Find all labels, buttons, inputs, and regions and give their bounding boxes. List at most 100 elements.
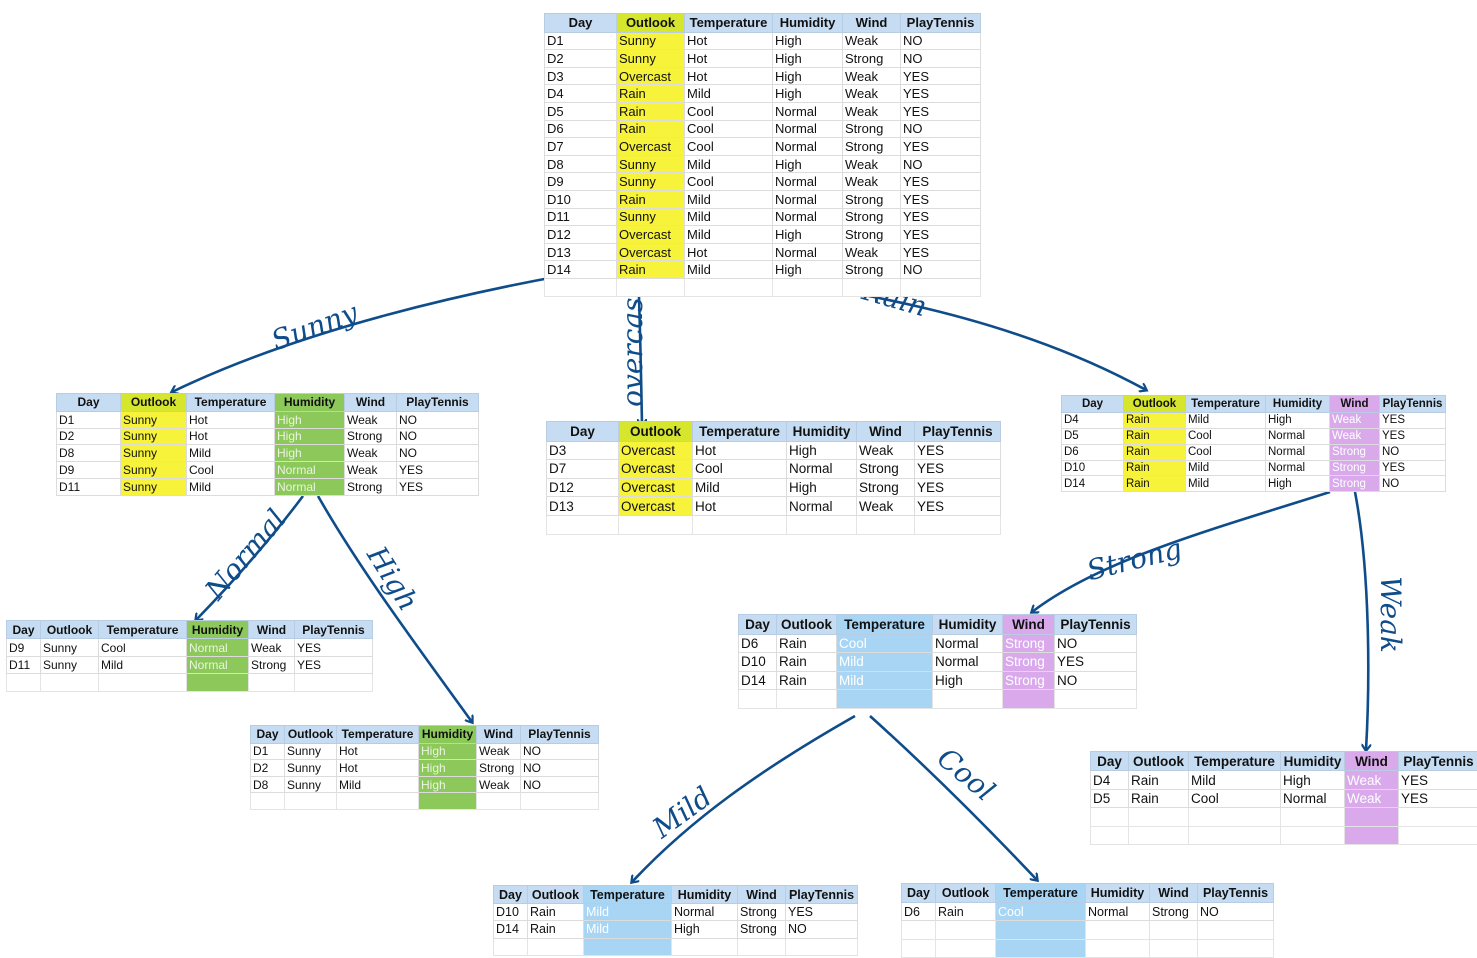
cell-temperature: Mild bbox=[693, 478, 787, 497]
cell-playtennis: NO bbox=[901, 120, 981, 138]
cell-day: D12 bbox=[547, 478, 619, 497]
cell-humidity: Normal bbox=[787, 460, 857, 479]
cell-humidity: Normal bbox=[1281, 789, 1345, 807]
cell-playtennis: NO bbox=[1055, 634, 1137, 653]
column-header-humidity: Humidity bbox=[1281, 752, 1345, 771]
cell-humidity: Normal bbox=[773, 173, 843, 191]
cell-humidity: Normal bbox=[1266, 444, 1330, 460]
empty-row bbox=[1091, 826, 1477, 844]
cell-playtennis: YES bbox=[915, 497, 1001, 516]
cell-wind: Strong bbox=[1003, 634, 1055, 653]
column-header-outlook: Outlook bbox=[617, 14, 685, 33]
cell-outlook: Overcast bbox=[617, 138, 685, 156]
empty-cell bbox=[337, 793, 419, 810]
column-header-temperature: Temperature bbox=[1186, 396, 1266, 413]
cell-humidity: High bbox=[933, 671, 1003, 690]
column-header-humidity: Humidity bbox=[1266, 396, 1330, 413]
empty-cell bbox=[996, 939, 1086, 957]
cell-playtennis: YES bbox=[1380, 428, 1446, 444]
cell-temperature: Mild bbox=[685, 85, 773, 103]
cell-wind: Strong bbox=[738, 904, 786, 921]
column-header-wind: Wind bbox=[1150, 884, 1198, 903]
empty-cell bbox=[545, 278, 617, 296]
empty-cell bbox=[295, 674, 373, 691]
cell-humidity: Normal bbox=[787, 497, 857, 516]
empty-cell bbox=[521, 793, 599, 810]
cell-day: D10 bbox=[1062, 460, 1124, 476]
cell-day: D11 bbox=[545, 208, 617, 226]
empty-cell bbox=[7, 674, 41, 691]
cell-humidity: High bbox=[275, 411, 345, 428]
cell-wind: Strong bbox=[738, 921, 786, 938]
cell-temperature: Hot bbox=[187, 428, 275, 445]
cell-humidity: Normal bbox=[933, 634, 1003, 653]
edge-cool bbox=[870, 716, 1037, 880]
cell-temperature: Hot bbox=[685, 67, 773, 85]
cell-day: D6 bbox=[902, 903, 936, 921]
cell-outlook: Sunny bbox=[285, 743, 337, 760]
cell-humidity: High bbox=[773, 50, 843, 68]
column-header-temperature: Temperature bbox=[337, 726, 419, 744]
cell-outlook: Overcast bbox=[619, 497, 693, 516]
cell-wind: Strong bbox=[843, 208, 901, 226]
cell-wind: Strong bbox=[843, 190, 901, 208]
empty-cell bbox=[672, 938, 738, 955]
empty-row bbox=[902, 939, 1274, 957]
cell-day: D1 bbox=[545, 32, 617, 50]
empty-row bbox=[902, 921, 1274, 939]
cell-day: D2 bbox=[251, 760, 285, 777]
cell-temperature: Cool bbox=[685, 173, 773, 191]
column-header-humidity: Humidity bbox=[419, 726, 477, 744]
column-header-wind: Wind bbox=[477, 726, 521, 744]
cell-temperature: Hot bbox=[337, 743, 419, 760]
cell-humidity: Normal bbox=[773, 138, 843, 156]
edge-label-cool: Cool bbox=[931, 741, 1001, 807]
cell-wind: Strong bbox=[857, 460, 915, 479]
column-header-playtennis: PlayTennis bbox=[915, 422, 1001, 442]
cell-playtennis: NO bbox=[1380, 444, 1446, 460]
cell-playtennis: YES bbox=[901, 102, 981, 120]
cell-temperature: Mild bbox=[1186, 476, 1266, 492]
cell-day: D5 bbox=[545, 102, 617, 120]
cell-playtennis: NO bbox=[901, 32, 981, 50]
cell-temperature: Mild bbox=[584, 921, 672, 938]
column-header-playtennis: PlayTennis bbox=[1055, 615, 1137, 635]
cell-day: D1 bbox=[251, 743, 285, 760]
edge-label-high: High bbox=[360, 540, 425, 616]
empty-cell bbox=[936, 921, 996, 939]
column-header-playtennis: PlayTennis bbox=[521, 726, 599, 744]
cell-outlook: Rain bbox=[528, 921, 584, 938]
cell-wind: Strong bbox=[1003, 653, 1055, 672]
cell-outlook: Sunny bbox=[41, 639, 99, 656]
cell-temperature: Mild bbox=[1186, 412, 1266, 428]
cell-playtennis: YES bbox=[295, 639, 373, 656]
cell-day: D2 bbox=[545, 50, 617, 68]
cell-wind: Strong bbox=[1330, 476, 1380, 492]
cell-wind: Weak bbox=[1330, 428, 1380, 444]
cell-humidity: Normal bbox=[275, 478, 345, 495]
cell-outlook: Sunny bbox=[121, 428, 187, 445]
cell-playtennis: YES bbox=[1380, 412, 1446, 428]
empty-cell bbox=[1091, 826, 1129, 844]
cell-wind: Weak bbox=[843, 67, 901, 85]
cell-outlook: Sunny bbox=[41, 656, 99, 673]
cell-day: D8 bbox=[57, 445, 121, 462]
cell-day: D10 bbox=[545, 190, 617, 208]
empty-cell bbox=[528, 938, 584, 955]
cell-temperature: Mild bbox=[187, 478, 275, 495]
cell-humidity: Normal bbox=[187, 656, 249, 673]
column-header-playtennis: PlayTennis bbox=[1198, 884, 1274, 903]
